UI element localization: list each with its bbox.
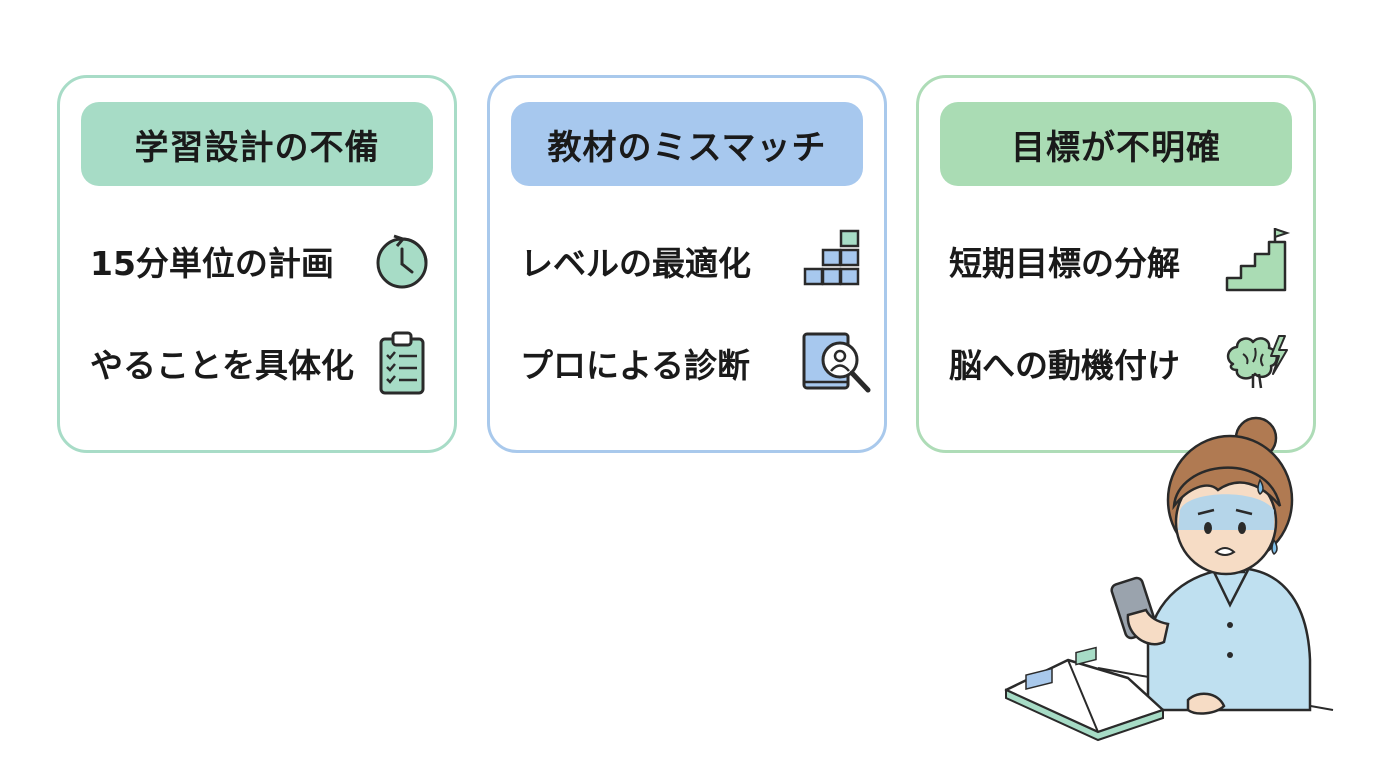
stairs-flag-icon: [1223, 228, 1291, 294]
card-header: 目標が不明確: [940, 102, 1292, 186]
card-header: 学習設計の不備: [81, 102, 433, 186]
list-item: やることを具体化: [90, 328, 432, 398]
list-item: レベルの最適化: [520, 226, 862, 296]
item-label: レベルの最適化: [520, 244, 751, 283]
item-label: 短期目標の分解: [949, 244, 1180, 283]
list-item: 15分単位の計画: [90, 226, 432, 296]
card-learning-design: 学習設計の不備 15分単位の計画 やることを具体化: [57, 75, 457, 453]
item-label: 15分単位の計画: [90, 244, 334, 283]
list-item: 短期目標の分解: [949, 226, 1291, 296]
item-label: やることを具体化: [90, 346, 354, 385]
clipboard-checklist-icon: [372, 330, 432, 396]
list-item: プロによる診断: [520, 328, 871, 398]
worried-student-icon: [998, 410, 1338, 750]
clock-icon: [372, 228, 432, 294]
card-header: 教材のミスマッチ: [511, 102, 863, 186]
brain-lightning-icon: [1223, 330, 1291, 396]
item-label: 脳への動機付け: [949, 346, 1180, 385]
item-label: プロによる診断: [520, 346, 751, 385]
card-unclear-goals: 目標が不明確 短期目標の分解 脳への動機付け: [916, 75, 1316, 453]
book-magnifier-icon: [800, 330, 876, 396]
list-item: 脳への動機付け: [949, 328, 1291, 398]
level-blocks-icon: [802, 228, 862, 294]
card-material-mismatch: 教材のミスマッチ レベルの最適化 プロによる診断: [487, 75, 887, 453]
